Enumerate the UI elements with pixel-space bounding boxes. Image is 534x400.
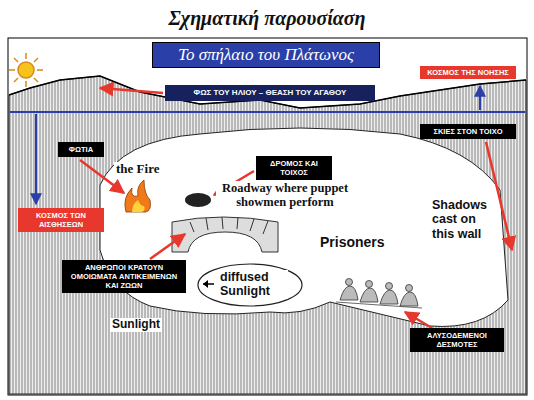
prisoners-figures (336, 279, 422, 309)
callout-box: ΑΝΘΡΩΠΟΙ ΚΡΑΤΟΥΝ ΟΜΟΙΩΜΑΤΑ ΑΝΤΙΚΕΙΜΕΝΩΝ … (62, 260, 186, 293)
box-text: ΚΟΣΜΟΣ ΤΩΝ ΑΙΣΘΗΣΕΩΝ (21, 211, 101, 229)
picture-frame (8, 38, 527, 395)
box-text: ΣΚΙΕΣ ΣΤΟΝ ΤΟΙΧΟ (433, 127, 502, 136)
box-text: ΦΩΤΙΑ (69, 145, 93, 154)
fire-symbol (125, 180, 151, 212)
cave-rock (9, 76, 526, 394)
box-text: ΔΡΟΜΟΣ ΚΑΙ ΤΟΙΧΟΣ (259, 159, 329, 177)
world-label: ΚΟΣΜΟΣ ΤΩΝ ΑΙΣΘΗΣΕΩΝ (18, 208, 104, 232)
box-text: ΚΟΣΜΟΣ ΤΗΣ ΝΟΗΣΗΣ (427, 68, 509, 77)
callout-box: ΔΡΟΜΟΣ ΚΑΙ ΤΟΙΧΟΣ (256, 156, 332, 180)
title-banner: Το σπήλαιο του Πλάτωνος (152, 42, 380, 68)
part-label: Prisoners (318, 234, 387, 250)
callout-box: ΣΚΙΕΣ ΣΤΟΝ ΤΟΙΧΟ (420, 124, 516, 139)
callout-box: ΑΛΥΣΟΔΕΜΕΝΟΙ ΔΕΣΜΟΤΕΣ (410, 328, 504, 352)
box-text: ΑΛΥΣΟΔΕΜΕΝΟΙ ΔΕΣΜΟΤΕΣ (413, 331, 501, 349)
roadway-opening (185, 193, 211, 207)
box-text: ΑΝΘΡΩΠΟΙ ΚΡΑΤΟΥΝ ΟΜΟΙΩΜΑΤΑ ΑΝΤΙΚΕΙΜΕΝΩΝ … (65, 263, 183, 290)
part-label: Sunlight (110, 318, 162, 332)
tunnel-opening (198, 264, 302, 306)
world-label: ΚΟΣΜΟΣ ΤΗΣ ΝΟΗΣΗΣ (420, 66, 516, 79)
world-boundary (10, 111, 525, 113)
sun-symbol (9, 53, 43, 87)
stone-bridge (172, 217, 278, 252)
down-arrow (35, 114, 37, 204)
box-text: Το σπήλαιο του Πλάτωνος (178, 45, 354, 65)
part-label: diffused Sunlight (218, 270, 288, 299)
part-label: Shadows cast on this wall (430, 198, 498, 241)
light-banner: ΦΩΣ ΤΟΥ ΗΛΙΟΥ – ΘΕΑΣΗ ΤΟΥ ΑΓΑΘΟΥ (165, 85, 375, 101)
light-arrow-head (203, 280, 208, 288)
box-text: ΦΩΣ ΤΟΥ ΗΛΙΟΥ – ΘΕΑΣΗ ΤΟΥ ΑΓΑΘΟΥ (194, 88, 347, 98)
diagram-title: Σχηματική παρουσίαση (0, 7, 534, 30)
part-label: the Fire (114, 162, 161, 177)
mountain-ridge (9, 76, 526, 108)
part-label: Roadway where puppet showmen perform (216, 181, 354, 210)
callout-box: ΦΩΤΙΑ (58, 142, 104, 157)
up-arrow (479, 86, 481, 110)
